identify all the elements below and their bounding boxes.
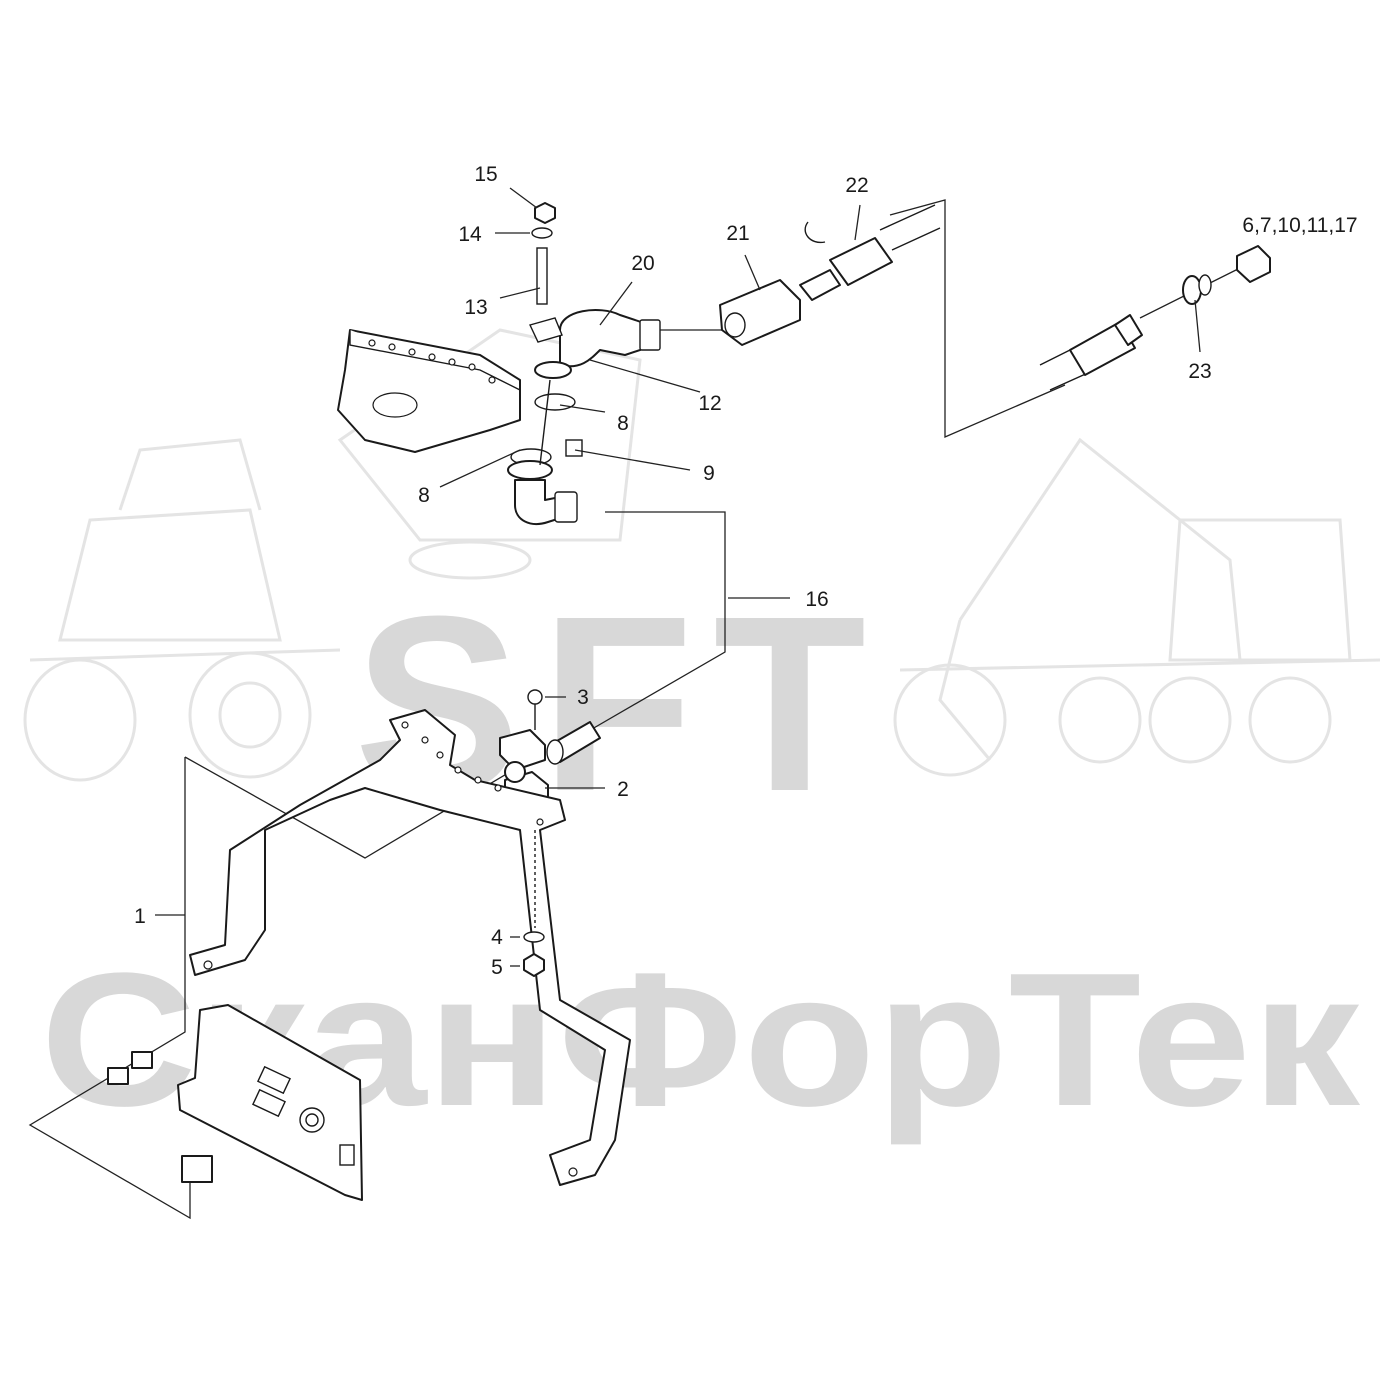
hose-end-22 [799,204,941,301]
excavator-watermark-icon [893,437,1381,777]
label-3: 3 [577,686,589,709]
washer-nut [523,830,545,977]
label-12: 12 [698,392,721,415]
manifold-block [337,329,521,453]
label-8-lower: 8 [418,484,430,507]
label-13: 13 [464,296,487,319]
label-16: 16 [805,588,828,611]
watermark: SFT СканФорТек [23,328,1381,1146]
label-2: 2 [617,778,629,801]
label-20: 20 [631,252,654,275]
label-15: 15 [474,163,497,186]
hose-end-right [1039,245,1271,391]
label-1: 1 [134,905,146,928]
upper-elbow-fitting [529,309,661,379]
part-labels: 15 14 13 20 21 22 6,7,10,11,17 23 12 8 8… [134,163,1357,979]
label-4: 4 [491,926,503,949]
label-14: 14 [458,223,482,246]
tractor-watermark-icon [23,328,642,782]
label-9: 9 [703,462,715,485]
lower-elbow-fitting [507,379,583,525]
label-6-7-10-11-17: 6,7,10,11,17 [1242,214,1357,237]
label-22: 22 [845,174,868,197]
coupling-21 [719,279,801,346]
control-unit [107,1004,363,1201]
label-23: 23 [1188,360,1211,383]
stud-assembly [531,202,556,305]
label-5: 5 [491,956,503,979]
label-8-upper: 8 [617,412,629,435]
label-21: 21 [726,222,749,245]
support-bracket-1 [189,709,631,1186]
pipe-end-16 [546,721,601,765]
label-leaders [155,187,1201,967]
